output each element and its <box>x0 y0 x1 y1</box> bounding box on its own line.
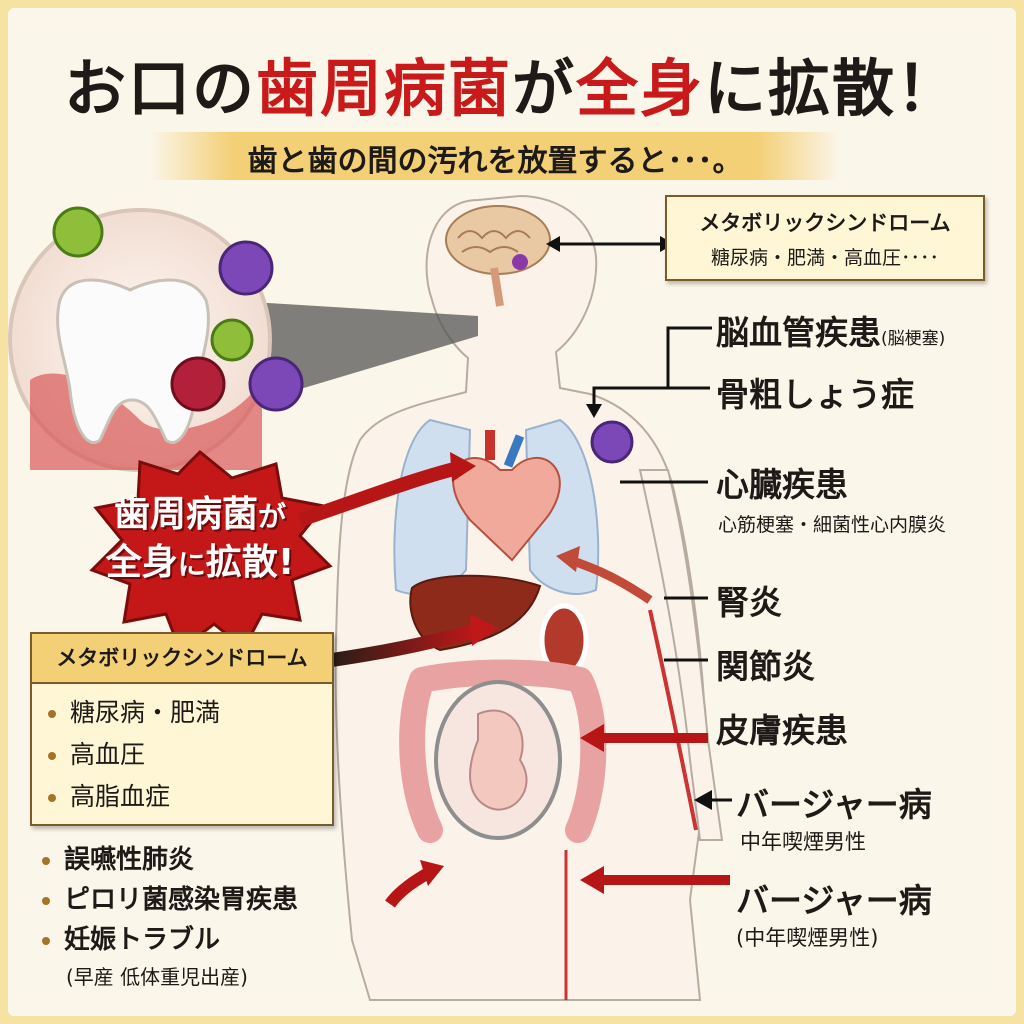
subtitle-band <box>150 132 840 180</box>
list-item: 誤嚥性肺炎 <box>42 840 298 880</box>
page-title: お口の歯周病菌が全身に拡散！ <box>63 52 961 125</box>
metabolic-heading: メタボリックシンドローム <box>699 211 951 235</box>
tooth-icon <box>56 278 210 444</box>
pregnancy-note: (早産 低体重児出産) <box>66 965 248 989</box>
brain-icon <box>445 205 551 307</box>
metabolic-box-top: メタボリックシンドローム 糖尿病・肥満・高血圧････ <box>665 195 985 281</box>
label-skin-disease: 皮膚疾患 <box>716 711 848 750</box>
label-buerger-2: バージャー病 <box>736 881 932 920</box>
metabolic-detail: 糖尿病・肥満・高血圧････ <box>710 247 939 269</box>
burst-text: 歯周病菌が 全身に拡散! <box>105 494 295 583</box>
list-item: 高脂血症 <box>48 776 332 818</box>
label-buerger-2-note: (中年喫煙男性) <box>736 926 879 950</box>
list-item: 高血圧 <box>48 734 332 776</box>
arrows <box>297 236 732 908</box>
metabolic-list: 糖尿病・肥満 高血圧 高脂血症 <box>48 692 332 818</box>
metabolic-left-heading: メタボリックシンドローム <box>32 634 332 684</box>
liver-icon <box>409 574 542 652</box>
subtitle: 歯と歯の間の汚れを放置すると･･･。 <box>247 144 743 179</box>
label-heart-disease: 心臓疾患 <box>716 465 848 504</box>
label-cerebrovascular: 脳血管疾患(脳梗塞) <box>716 313 946 352</box>
list-item: ピロリ菌感染胃疾患 <box>42 880 298 920</box>
heart-icon <box>452 430 561 562</box>
bacteria-icon <box>52 206 634 464</box>
fetus-icon <box>434 680 562 840</box>
disease-list-left: 誤嚥性肺炎 ピロリ菌感染胃疾患 妊娠トラブル (早産 低体重児出産) <box>42 840 298 994</box>
intestine-icon <box>399 659 607 843</box>
burst-shape <box>89 449 333 653</box>
label-osteoporosis: 骨粗しょう症 <box>716 375 914 414</box>
list-item: 糖尿病・肥満 <box>48 692 332 734</box>
label-buerger-1: バージャー病 <box>736 785 932 824</box>
label-arthritis: 関節炎 <box>716 647 815 686</box>
metabolic-box-left: メタボリックシンドローム 糖尿病・肥満 高血圧 高脂血症 <box>30 632 334 826</box>
list-item: 妊娠トラブル <box>42 920 298 960</box>
label-nephritis: 腎炎 <box>716 583 782 622</box>
label-buerger-1-note: 中年喫煙男性 <box>740 830 866 854</box>
label-heart-note: 心筋梗塞・細菌性心内膜炎 <box>718 514 947 536</box>
